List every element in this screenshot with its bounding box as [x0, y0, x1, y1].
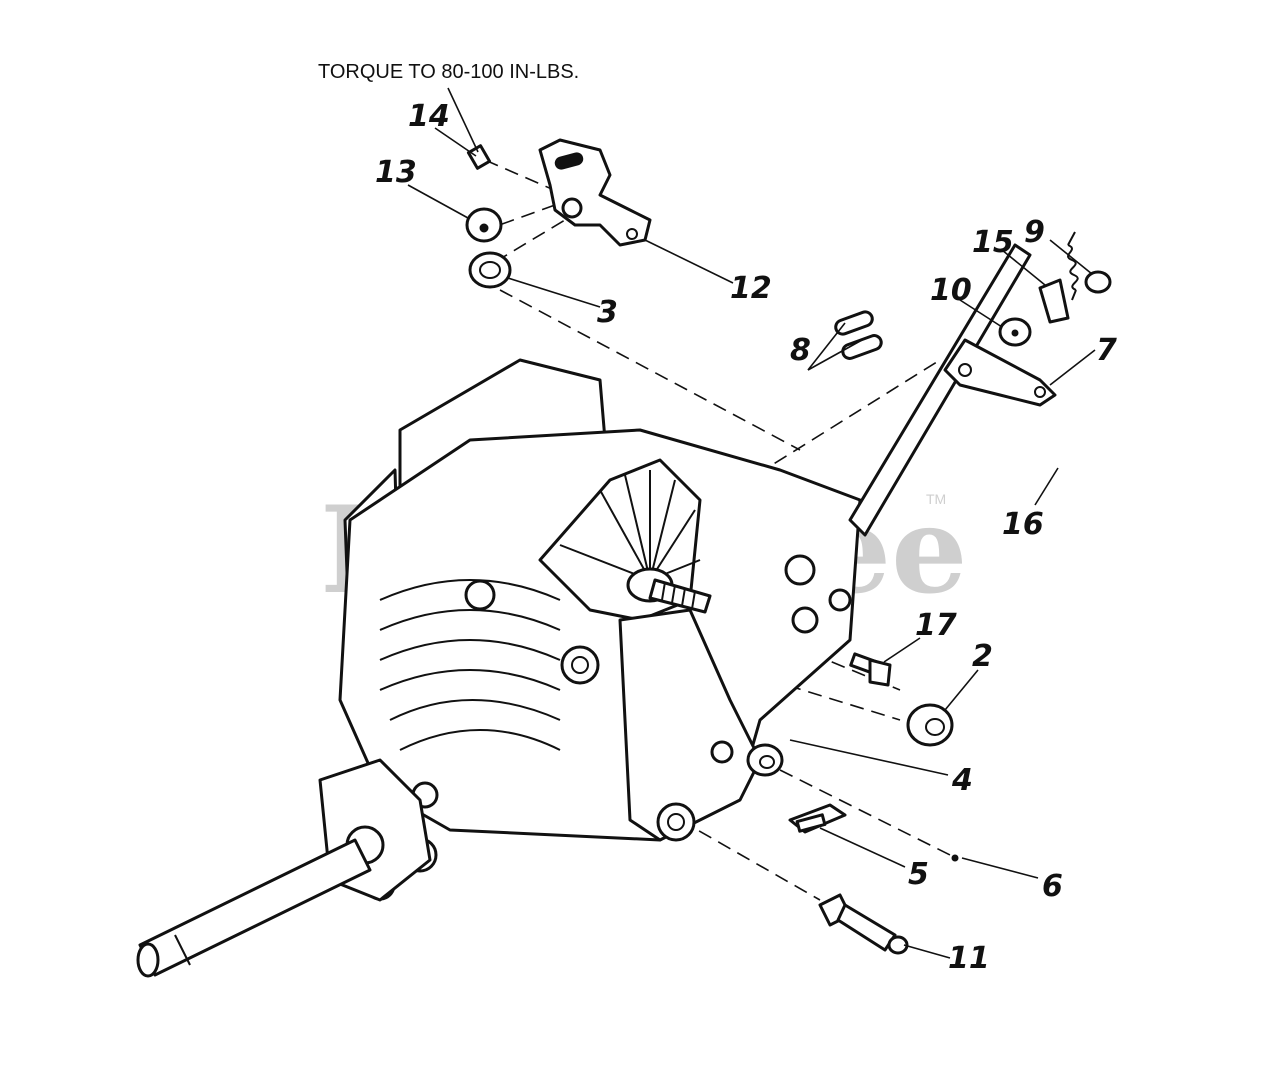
right-axle: [848, 243, 1032, 537]
callout-4: 4: [951, 763, 973, 798]
callout-3: 3: [597, 295, 618, 330]
callout-5: 5: [908, 857, 929, 892]
part-14-screw: [466, 144, 492, 170]
part-16-spring: [1067, 231, 1079, 301]
part-5-plate: [788, 803, 847, 834]
torque-note: TORQUE TO 80-100 IN-LBS.: [318, 61, 579, 83]
part-8-pins: [834, 310, 883, 360]
part-11-fitting: [818, 893, 909, 955]
transaxle-housing: [318, 358, 862, 902]
part-9-nut: [1084, 270, 1112, 294]
part-10-washer: [998, 317, 1032, 347]
callout-2: 2: [972, 639, 993, 674]
part-17-bolt: [849, 652, 892, 687]
part-13-bushing: [465, 207, 503, 243]
part-3-disc: [468, 251, 512, 289]
part-12-shift-lever: [538, 138, 652, 247]
part-4-washer: [746, 743, 784, 777]
callout-12: 12: [730, 271, 772, 306]
callout-8: 8: [790, 333, 811, 368]
callout-10: 10: [930, 273, 972, 308]
callout-9: 9: [1024, 215, 1045, 250]
callout-13: 13: [375, 155, 417, 190]
callout-14: 14: [408, 99, 450, 134]
left-axle: [136, 838, 372, 978]
callout-7: 7: [1096, 333, 1117, 368]
callout-6: 6: [1042, 869, 1063, 904]
part-15-clip: [1038, 278, 1070, 324]
callout-11: 11: [948, 941, 990, 976]
callout-15: 15: [972, 225, 1014, 260]
leader-lines: [407, 87, 1096, 959]
callout-17: 17: [915, 608, 957, 643]
part-6-nut: [951, 854, 959, 862]
watermark-trademark: TM: [926, 491, 946, 507]
part-2-spacer: [906, 703, 954, 747]
part-7-bracket: [943, 338, 1057, 407]
callout-16: 16: [1002, 507, 1044, 542]
callout-labels: 14 13 12 3 15 9 10 7 8 16 17 2 4 5 6 11: [375, 99, 1117, 976]
